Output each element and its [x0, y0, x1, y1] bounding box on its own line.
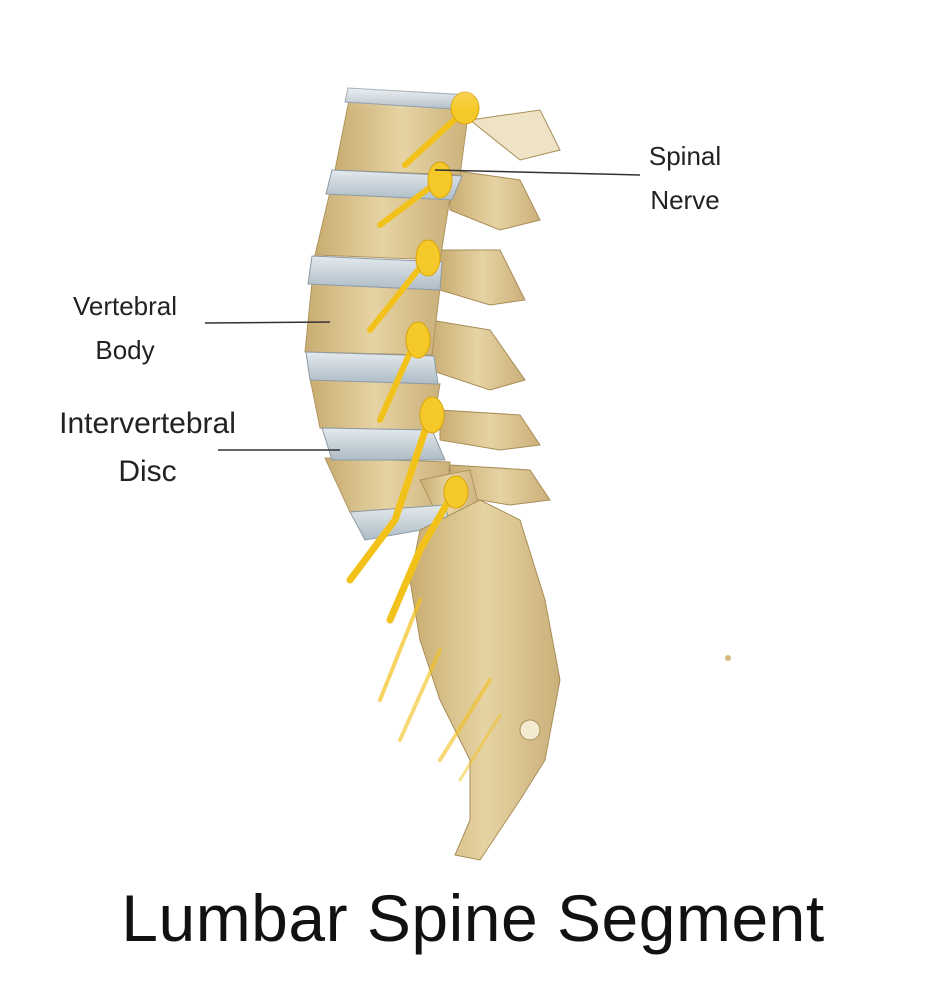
stray-dot — [725, 655, 731, 661]
spinal-nerve-label: Spinal Nerve — [630, 134, 740, 222]
spinal-nerve-label-line2: Nerve — [650, 185, 720, 215]
leader-lines — [204, 169, 641, 451]
intervertebral-disc-label-line1: Intervertebral — [59, 407, 236, 440]
diagram-title: Lumbar Spine Segment — [121, 881, 825, 955]
vertebral-body-label-line1: Vertebral — [72, 291, 178, 321]
intervertebral-disc-label: Intervertebral Disc — [25, 400, 270, 496]
vertebral-body-leader-line — [204, 321, 331, 324]
spinal-nerve-leader-line — [434, 169, 641, 176]
spinal-nerve-label-line1: Spinal — [648, 141, 722, 171]
vertebral-body-label: Vertebral Body — [45, 284, 205, 372]
intervertebral-disc-label-line2: Disc — [118, 455, 177, 488]
vertebral-body-label-line2: Body — [95, 335, 155, 365]
sacrum-coccyx — [409, 499, 561, 861]
